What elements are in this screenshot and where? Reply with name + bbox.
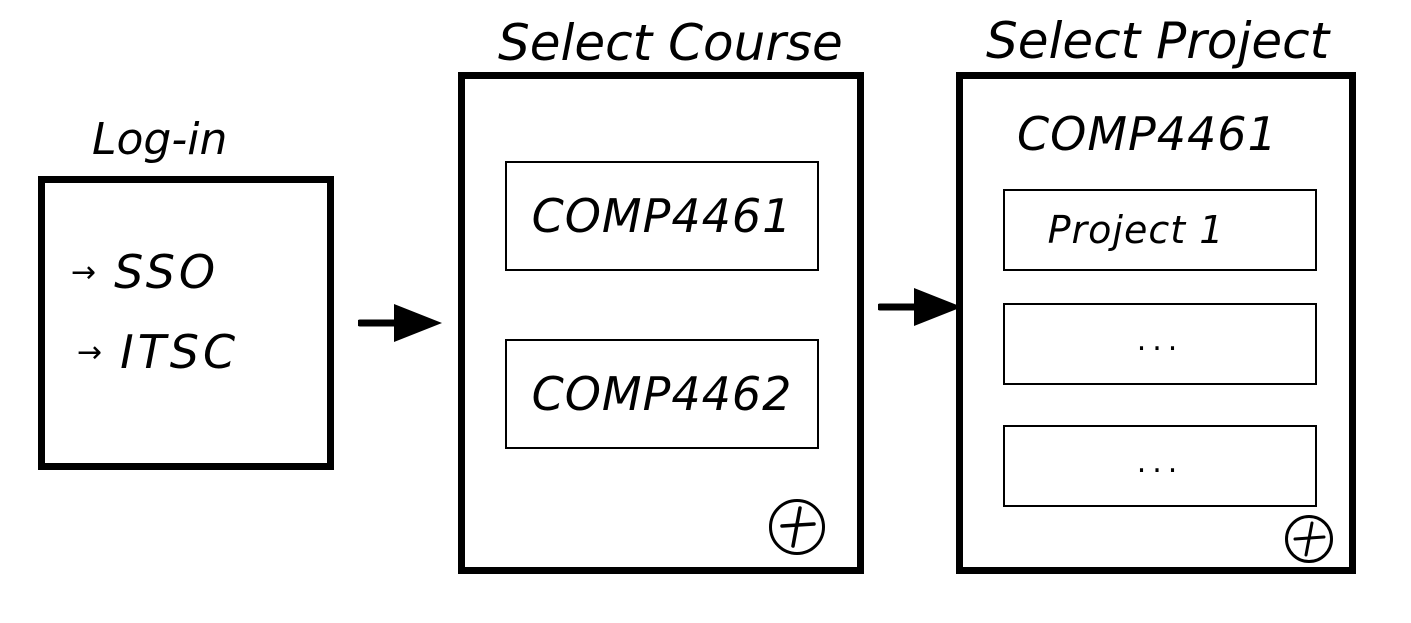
arrow-right-icon: →: [77, 334, 107, 370]
login-option-label: SSO: [114, 245, 220, 299]
add-project-button[interactable]: [1285, 515, 1333, 563]
login-option-sso[interactable]: → SSO: [71, 245, 219, 299]
arrow-right-icon: [358, 304, 442, 342]
login-option-itsc[interactable]: → ITSC: [77, 325, 239, 379]
course-item-comp4462[interactable]: COMP4462: [505, 339, 819, 449]
arrow-right-icon: [878, 288, 962, 326]
select-project-panel: COMP4461 Project 1 ... ...: [956, 72, 1356, 574]
plus-circle-icon: [780, 506, 816, 548]
project-item[interactable]: ...: [1003, 425, 1317, 507]
plus-circle-icon: [1293, 521, 1326, 557]
select-course-panel: COMP4461 COMP4462: [458, 72, 864, 574]
course-item-label: COMP4461: [531, 189, 793, 243]
select-course-title: Select Course: [498, 14, 843, 72]
login-option-label: ITSC: [120, 325, 240, 379]
arrow-right-icon: →: [71, 254, 101, 290]
add-course-button[interactable]: [769, 499, 825, 555]
project-item-label: ...: [1136, 322, 1184, 358]
course-heading: COMP4461: [1017, 107, 1278, 161]
login-title: Log-in: [92, 114, 228, 165]
course-item-comp4461[interactable]: COMP4461: [505, 161, 819, 271]
project-item-label: Project 1: [1047, 208, 1225, 252]
course-item-label: COMP4462: [531, 367, 793, 421]
project-item[interactable]: Project 1: [1003, 189, 1317, 271]
select-project-title: Select Project: [986, 12, 1330, 70]
login-panel: → SSO → ITSC: [38, 176, 334, 470]
project-item-label: ...: [1136, 444, 1184, 480]
project-item[interactable]: ...: [1003, 303, 1317, 385]
